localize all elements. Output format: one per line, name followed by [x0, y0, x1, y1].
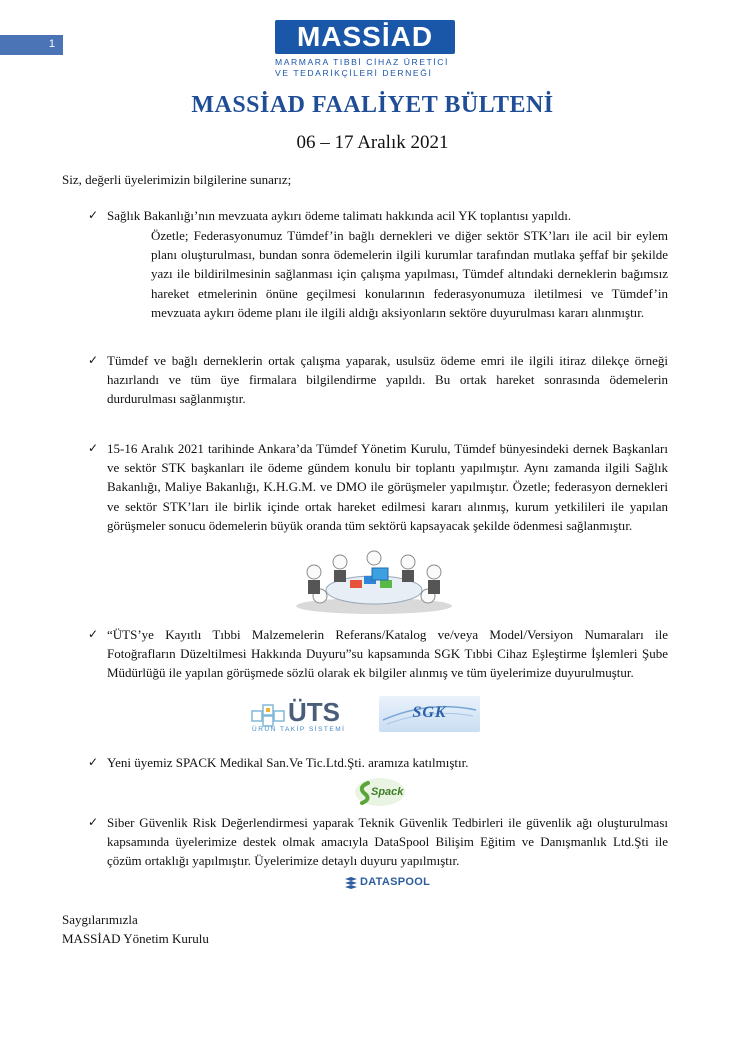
logo-subtitle-line2: VE TEDARİKÇİLERİ DERNEĞİ — [275, 68, 433, 78]
bullet-text: “ÜTS’ye Kayıtlı Tıbbi Malzemelerin Refer… — [107, 627, 668, 681]
sgk-swoosh-icon — [382, 705, 477, 725]
logo-wordmark: MASSİAD — [275, 20, 455, 54]
bullet-item-4: ✓ “ÜTS’ye Kayıtlı Tıbbi Malzemelerin Ref… — [88, 625, 668, 705]
bullet-item-1: ✓ Sağlık Bakanlığı’nın mevzuata aykırı ö… — [88, 206, 668, 226]
meeting-summary: Özetle; Federasyonumuz Tümdef’in bağlı d… — [151, 228, 668, 320]
uts-cubes-icon — [251, 704, 285, 727]
dataspool-wordmark: DATASPOOL — [360, 876, 431, 888]
sgk-wordmark: SGK — [412, 704, 447, 721]
check-icon: ✓ — [88, 353, 99, 367]
bullet-text: Yeni üyemiz SPACK Medikal San.Ve Tic.Ltd… — [107, 755, 469, 770]
page-number-tab: 1 — [0, 35, 63, 55]
bullet-text: Tümdef ve bağlı derneklerin ortak çalışm… — [107, 353, 668, 407]
bullet-item-2: ✓ Tümdef ve bağlı derneklerin ortak çalı… — [88, 351, 668, 411]
bullet-text: 15-16 Aralık 2021 tarihinde Ankara’da Tü… — [107, 441, 668, 533]
check-icon: ✓ — [88, 208, 99, 222]
dataspool-logo: DATASPOOL — [344, 875, 434, 891]
meeting-illustration — [296, 550, 452, 614]
spack-wordmark: Spack — [371, 786, 404, 798]
bulletin-title: MASSİAD FAALİYET BÜLTENİ — [191, 92, 554, 118]
signature: MASSİAD Yönetim Kurulu — [62, 931, 209, 946]
logo-subtitle-line1: MARMARA TIBBİ CİHAZ ÜRETİCİ — [275, 57, 449, 67]
spack-mark-icon — [355, 778, 405, 806]
massiad-logo: MASSİAD MARMARA TIBBİ CİHAZ ÜRETİCİ VE T… — [275, 20, 457, 79]
page-number: 1 — [48, 38, 55, 50]
dataspool-stack-icon — [345, 877, 357, 889]
check-icon: ✓ — [88, 815, 99, 829]
date-range: 06 – 17 Aralık 2021 — [296, 132, 449, 153]
logo-name: MASSİAD — [296, 21, 434, 52]
closing: Saygılarımızla — [62, 912, 138, 927]
bullet-item-5: ✓ Yeni üyemiz SPACK Medikal San.Ve Tic.L… — [88, 753, 668, 773]
bullet-item-3: ✓ 15-16 Aralık 2021 tarihinde Ankara’da … — [88, 439, 668, 539]
greeting: Siz, değerli üyelerimizin bilgilerine su… — [62, 172, 292, 187]
check-icon: ✓ — [88, 627, 99, 641]
sgk-logo: SGK — [379, 696, 480, 732]
uts-logo: ÜTS ÜRÜN TAKİP SİSTEMİ — [250, 698, 368, 734]
bullet-text: Siber Güvenlik Risk Değerlendirmesi yapa… — [107, 815, 668, 869]
uts-tagline: ÜRÜN TAKİP SİSTEMİ — [252, 726, 346, 733]
spack-logo: Spack — [354, 777, 406, 807]
check-icon: ✓ — [88, 441, 99, 455]
uts-wordmark: ÜTS — [288, 697, 340, 727]
check-icon: ✓ — [88, 755, 99, 769]
bullet-text: Sağlık Bakanlığı’nın mevzuata aykırı öde… — [107, 208, 572, 223]
bullet-item-6: ✓ Siber Güvenlik Risk Değerlendirmesi ya… — [88, 813, 668, 873]
